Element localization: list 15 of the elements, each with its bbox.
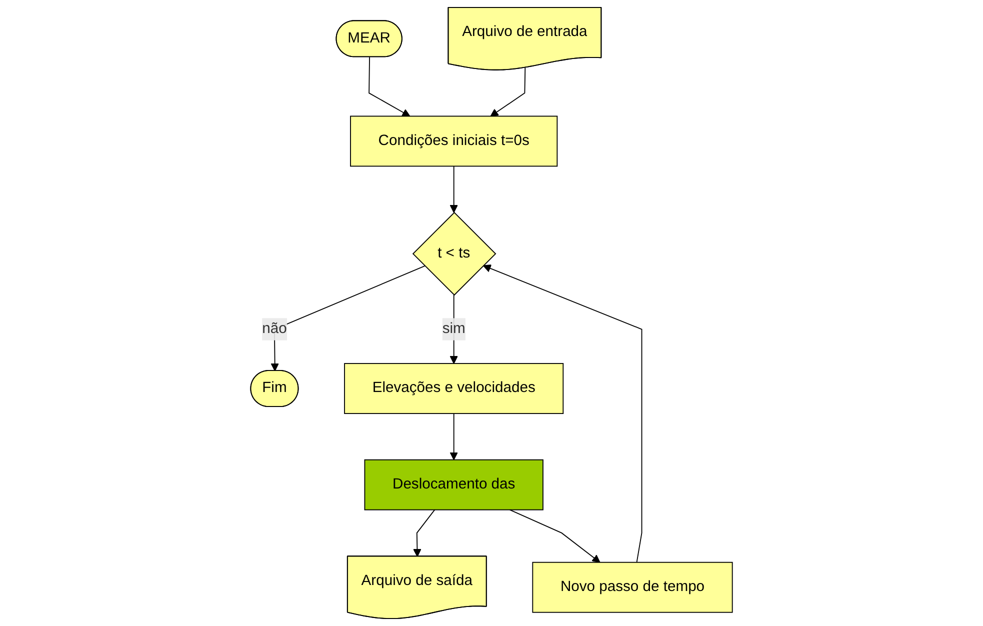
arrow	[368, 56, 410, 117]
node-diamond: t < ts	[412, 212, 496, 296]
arrow	[450, 294, 458, 364]
node-box: Condições iniciais t=0s	[350, 116, 558, 167]
edge-label: sim	[442, 320, 466, 337]
arrow	[490, 67, 526, 117]
node-box: Elevações e velocidades	[344, 363, 564, 414]
arrow	[413, 509, 436, 557]
arrow	[450, 413, 458, 460]
arrow	[450, 166, 458, 213]
node-box: Deslocamento das	[364, 459, 544, 510]
arrow	[509, 509, 600, 563]
edge-label: não	[262, 320, 287, 337]
node-box: Novo passo de tempo	[532, 562, 733, 613]
arrow	[482, 264, 642, 563]
